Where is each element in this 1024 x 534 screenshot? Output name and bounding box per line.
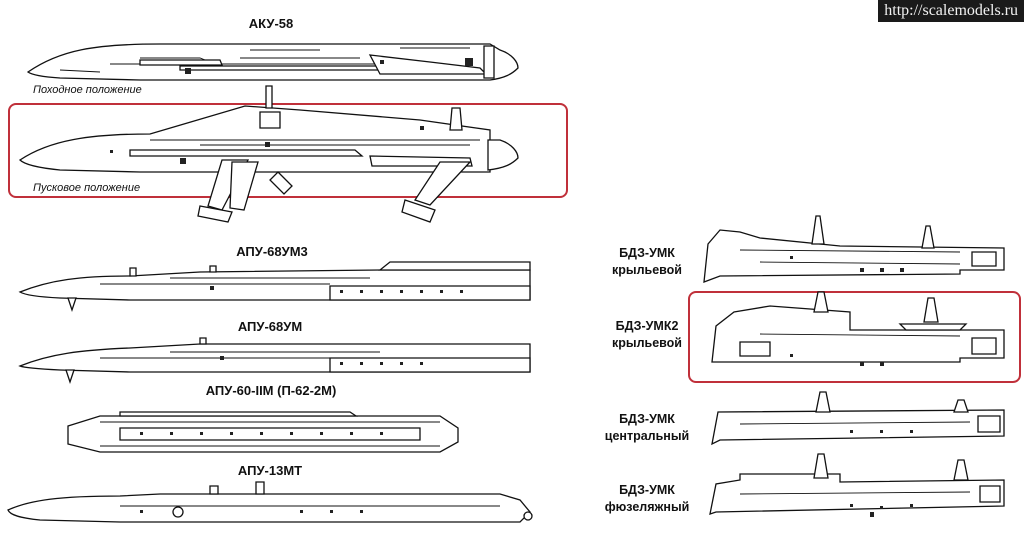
launch-position-label: Пусковое положение (33, 182, 141, 194)
apu60-drawing (67, 411, 459, 453)
bdz-umk-wing-line2: крыльевой (612, 263, 682, 277)
bdz-umk-central-label: БДЗ-УМК центральный (592, 411, 702, 445)
bdz-umk-central-line1: БДЗ-УМК (619, 412, 675, 426)
bdz-umk-fuselage-line2: фюзеляжный (604, 500, 690, 514)
bdz-umk-central-line2: центральный (604, 429, 690, 443)
bdz-umk-central-drawing (711, 391, 1005, 446)
apu13mt-drawing (7, 481, 533, 523)
apu68um3-drawing (18, 261, 531, 313)
bdz-umk2-wing-drawing (711, 291, 1005, 366)
bdz-umk2-wing-line1: БДЗ-УМК2 (615, 319, 679, 333)
bdz-umk-fuselage-label: БДЗ-УМК фюзеляжный (592, 482, 702, 516)
highlight-bdz-umk2 (688, 291, 1021, 383)
apu60-title: АПУ-60-IIМ (П-62-2М) (205, 383, 337, 398)
bdz-umk-fuselage-line1: БДЗ-УМК (619, 483, 675, 497)
watermark: http://scalemodels.ru (878, 0, 1024, 22)
bdz-umk-wing-line1: БДЗ-УМК (619, 246, 675, 260)
bdz-umk2-wing-label: БДЗ-УМК2 крыльевой (592, 318, 702, 352)
bdz-umk-wing-drawing (703, 215, 1005, 283)
aku58-stowed-drawing (26, 43, 519, 81)
bdz-umk-wing-label: БДЗ-УМК крыльевой (592, 245, 702, 279)
bdz-umk-fuselage-drawing (709, 453, 1005, 517)
highlight-launch-position (8, 103, 568, 198)
aku58-title: АКУ-58 (248, 16, 294, 31)
apu68um-title: АПУ-68УМ (237, 319, 303, 334)
apu13mt-title: АПУ-13МТ (237, 463, 303, 478)
stowed-position-label: Походное положение (33, 84, 142, 96)
bdz-umk2-wing-line2: крыльевой (612, 336, 682, 350)
apu68um-drawing (18, 337, 531, 385)
aku58-launch-drawing (18, 85, 519, 223)
apu68um3-title: АПУ-68УМ3 (236, 244, 308, 259)
